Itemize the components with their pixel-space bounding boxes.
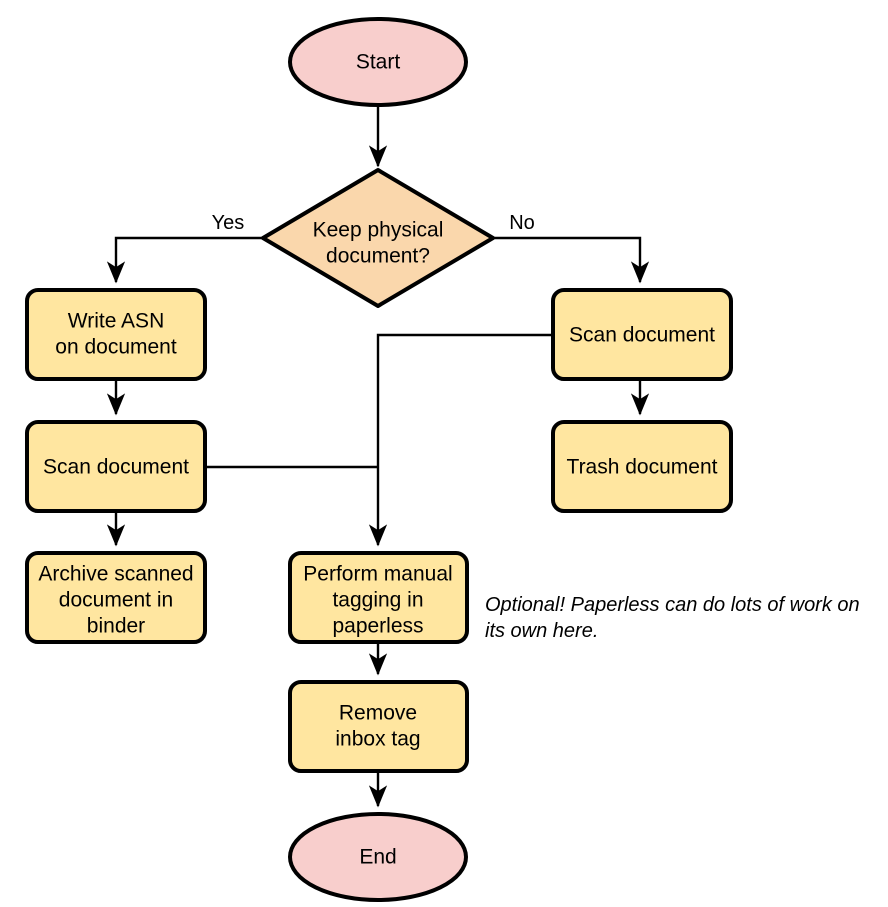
node-start[interactable]: Start [288,17,468,107]
annotation-optional-note: Optional! Paperless can do lots of work … [485,594,860,642]
end-ellipse[interactable] [288,812,468,902]
trash-document-label: Trash document [567,456,718,479]
end-label: End [359,846,396,869]
node-manual-tagging[interactable]: Perform manual tagging in paperless [288,551,469,644]
write-asn-label-line-1: Write ASN [68,310,164,333]
edge-label-yes: Yes [212,212,245,234]
scan-document-right-box[interactable] [551,288,733,381]
node-end[interactable]: End [288,812,468,902]
scan-document-left-box[interactable] [25,420,207,513]
remove-inbox-tag-box[interactable] [288,680,469,773]
manual-tagging-label-line-2: tagging in [332,589,423,612]
archive-scanned-label-line-3: binder [87,615,145,638]
remove-inbox-tag-label-line-2: inbox tag [335,728,420,751]
node-scan-document-left[interactable]: Scan document [25,420,207,513]
write-asn-label-line-2: on document [55,336,177,359]
edge-scan-right-to-tagging [368,333,553,547]
decision-diamond[interactable] [261,168,495,308]
edge-label-no: No [509,212,535,234]
start-ellipse[interactable] [288,17,468,107]
node-remove-inbox-tag[interactable]: Remove inbox tag [288,680,469,773]
start-label: Start [356,51,401,74]
edge-layer [106,105,650,808]
manual-tagging-box[interactable] [288,551,469,644]
scan-document-right-label: Scan document [569,324,715,347]
write-asn-box[interactable] [25,288,207,381]
optional-note-line-1: Optional! Paperless can do lots of work … [485,594,860,616]
remove-inbox-tag-label-line-1: Remove [339,702,417,725]
manual-tagging-label-line-1: Perform manual [303,563,452,586]
node-archive-scanned[interactable]: Archive scanned document in binder [25,551,207,644]
optional-note-line-2: its own here. [485,620,598,642]
archive-scanned-label-line-2: document in [59,589,173,612]
node-decision-keep-physical[interactable]: Keep physical document? [261,168,495,308]
archive-scanned-label-line-1: Archive scanned [38,563,193,586]
decision-label-line-1: Keep physical [313,219,444,242]
node-trash-document[interactable]: Trash document [551,420,733,513]
edge-decision-yes [106,236,263,284]
trash-document-box[interactable] [551,420,733,513]
edge-label-layer: Yes No [212,212,535,234]
scan-document-left-label: Scan document [43,456,189,479]
manual-tagging-label-line-3: paperless [332,615,423,638]
archive-scanned-box[interactable] [25,551,207,644]
decision-label-line-2: document? [326,245,430,268]
node-write-asn[interactable]: Write ASN on document [25,288,207,381]
edge-decision-no [493,236,650,284]
node-scan-document-right[interactable]: Scan document [551,288,733,381]
